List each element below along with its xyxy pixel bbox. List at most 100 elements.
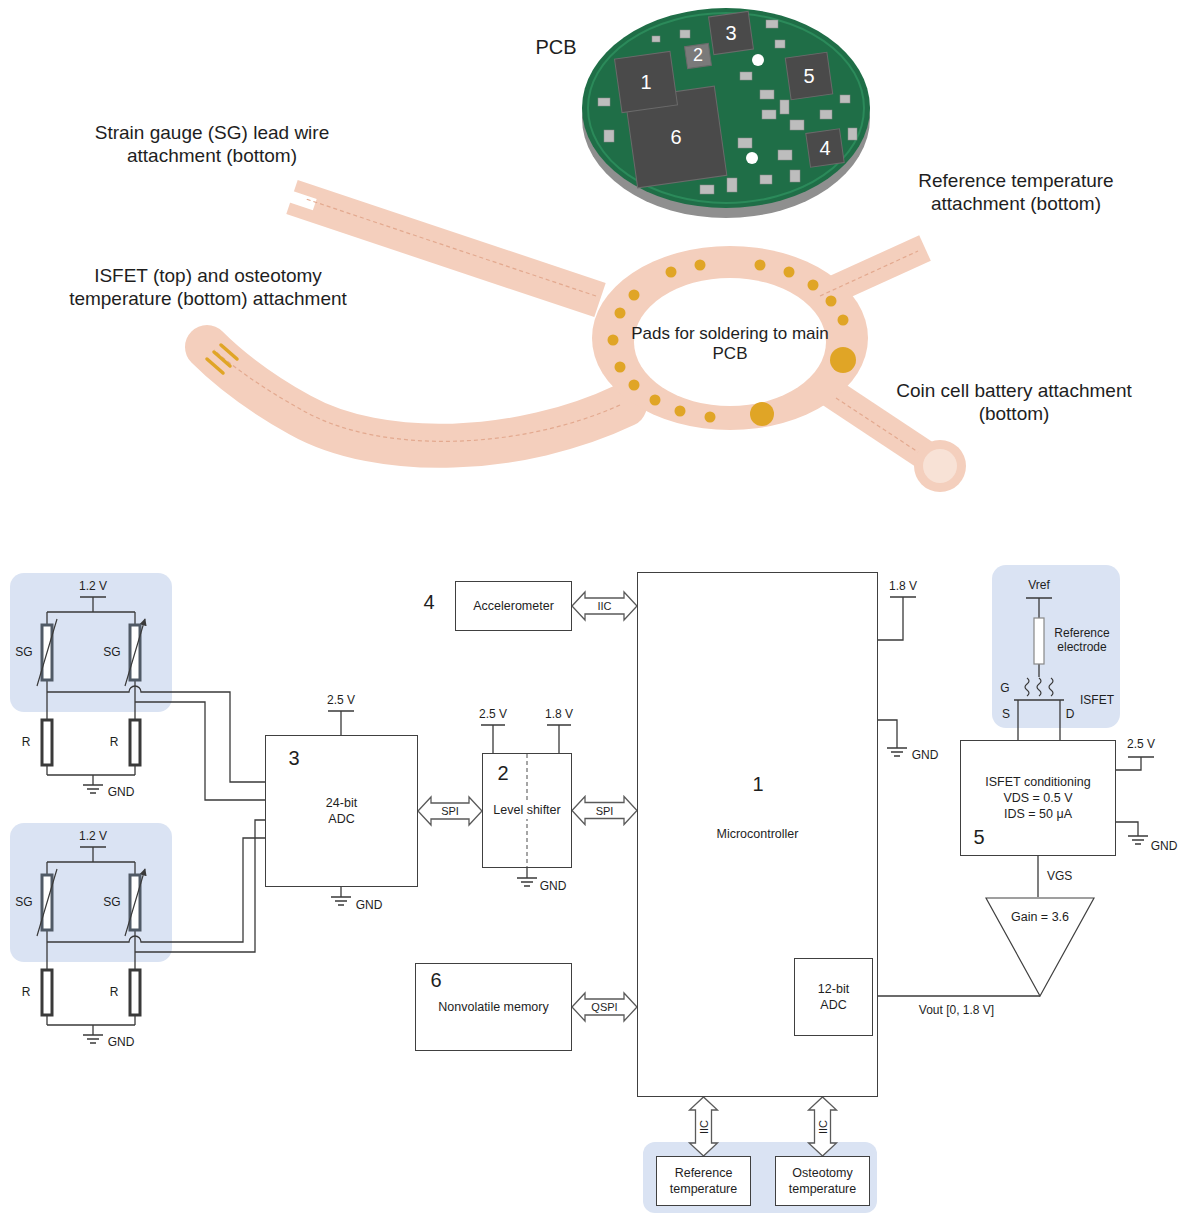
component-label: ISFET — [1080, 693, 1114, 707]
callout-number: 2 — [693, 45, 703, 67]
variable-arrow — [37, 619, 145, 686]
conditioning-box: 5ISFET conditioningVDS = 0.5 VIDS = 50 μ… — [960, 740, 1116, 856]
solder-pad — [615, 308, 626, 319]
solder-pad — [675, 406, 686, 417]
ground-label: GND — [356, 898, 383, 912]
triangle-shape — [986, 898, 1094, 996]
component — [700, 185, 714, 194]
connector-label: IIC — [697, 1118, 709, 1134]
adc-box: 3 24-bit ADC — [265, 735, 418, 887]
callout-number: 4 — [819, 136, 830, 160]
amplifier-triangle: Gain = 3.6 — [985, 897, 1095, 997]
callout-number: 3 — [288, 748, 299, 768]
bus-arrow — [572, 797, 637, 825]
isfet-symbol — [1014, 598, 1064, 740]
solder-pad — [629, 380, 640, 391]
supply-label: 1.2 V — [79, 579, 107, 593]
solder-pad — [650, 395, 661, 406]
component — [760, 90, 774, 99]
flex-ring — [592, 246, 868, 430]
callout-number: 5 — [803, 64, 814, 88]
signal-wire — [47, 820, 265, 952]
level-shifter-box: 2Level shifter — [482, 753, 572, 868]
bus-arrow — [690, 1097, 718, 1156]
battery-pad — [914, 440, 966, 492]
flex-arm — [830, 392, 925, 455]
component — [840, 95, 850, 103]
resistor-symbol — [130, 970, 140, 1015]
pin-label: G — [1000, 681, 1009, 695]
node-label: Reference temperature — [661, 1165, 746, 1198]
node-label: Accelerometer — [473, 598, 554, 614]
isfet-pads — [207, 345, 237, 373]
supply-label: 2.5 V — [1127, 737, 1155, 751]
adc-box: 12-bit ADC — [794, 958, 873, 1036]
component-label: R — [22, 985, 31, 999]
connector-label: IIC — [596, 600, 612, 612]
supply-label: 2.5 V — [479, 707, 507, 721]
resistor-symbol — [130, 720, 140, 765]
microcontroller-box: 1Microcontroller12-bit ADC — [637, 572, 878, 1097]
ground-label: GND — [540, 879, 567, 893]
solder-pad — [629, 290, 640, 301]
solder-pad — [666, 267, 677, 278]
solder-pad — [608, 335, 619, 346]
component — [727, 178, 737, 192]
bridge-wiring — [47, 847, 135, 1043]
node-label: Nonvolatile memory — [438, 999, 548, 1015]
chip — [709, 11, 754, 54]
ground-label: GND — [1151, 839, 1178, 853]
connector-label: Vout [0, 1.8 V] — [918, 1004, 995, 1017]
signal-wire — [1037, 856, 1038, 897]
supply-symbol — [481, 725, 571, 886]
solder-pad — [695, 260, 706, 271]
fork-notch — [288, 191, 316, 211]
signal-label: Vref — [1028, 578, 1050, 592]
component — [790, 120, 804, 130]
node-label: 12-bit ADC — [810, 981, 858, 1014]
supply-label: 2.5 V — [327, 693, 355, 707]
component-label: SG — [15, 895, 32, 909]
sensor-band — [992, 565, 1120, 728]
component-label: SG — [103, 645, 120, 659]
variable-arrow — [37, 869, 145, 936]
node-label: IDS = 50 μA — [1004, 806, 1072, 822]
sensor-box: Accelerometer — [455, 581, 572, 631]
pcb-rim — [588, 13, 864, 203]
sensor-box: Osteotomy temperature — [775, 1156, 870, 1206]
solder-pad — [784, 267, 795, 278]
solder-pad — [705, 412, 716, 423]
mounting-hole — [752, 54, 764, 66]
node-label: 24-bit ADC — [318, 795, 366, 828]
component — [775, 40, 785, 48]
pcb-top — [582, 8, 870, 208]
callout-number: 3 — [725, 21, 736, 45]
flex-arm — [292, 197, 600, 300]
pin-label: D — [1066, 707, 1075, 721]
node-label: Gain = 3.6 — [1011, 909, 1069, 925]
sensor-band — [643, 1142, 877, 1213]
node-label: ISFET conditioning — [985, 774, 1090, 790]
component — [740, 72, 752, 80]
node-label: VDS = 0.5 V — [1003, 790, 1072, 806]
ground-label: GND — [108, 1035, 135, 1049]
flex-trace — [214, 199, 918, 452]
mounting-hole — [746, 152, 758, 164]
connector-label: VGS — [1046, 870, 1073, 883]
part-label: Pads for soldering to main PCB — [630, 324, 830, 365]
solder-pad — [830, 347, 856, 373]
signal-wire — [47, 686, 265, 800]
solder-pad — [755, 260, 766, 271]
component-label: R — [110, 735, 119, 749]
component-label: SG — [103, 895, 120, 909]
electrolyte-symbol — [1025, 678, 1053, 696]
part-label: Strain gauge (SG) lead wire attachment (… — [72, 122, 352, 168]
connector-label: SPI — [440, 805, 460, 817]
chip — [806, 129, 844, 167]
connector-label: QSPI — [590, 1001, 618, 1013]
node-label: Osteotomy temperature — [780, 1165, 865, 1198]
solder-pad — [826, 296, 837, 307]
bridge-wiring — [47, 597, 135, 793]
battery-pad — [923, 449, 957, 483]
